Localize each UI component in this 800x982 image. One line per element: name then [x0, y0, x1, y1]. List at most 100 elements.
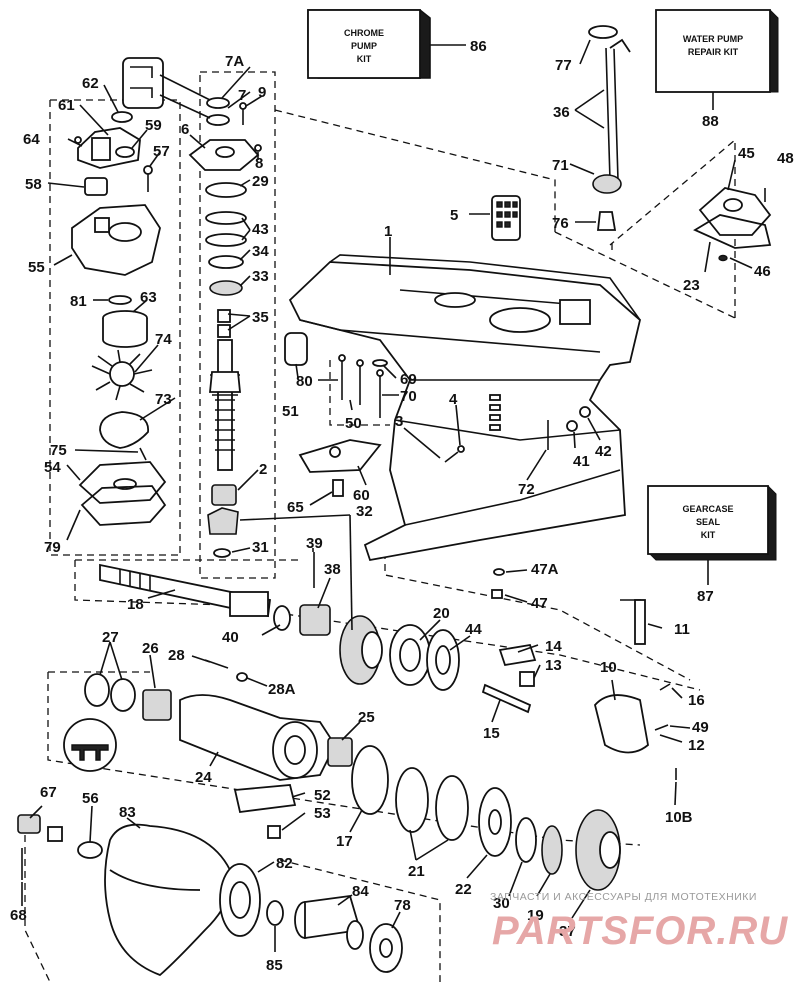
label-5: 5: [450, 207, 458, 224]
propshaft-components: [99, 552, 460, 691]
label-19: 19: [527, 907, 544, 924]
label-49: 49: [692, 719, 709, 736]
label-82: 82: [276, 855, 293, 872]
label-22: 22: [455, 881, 472, 898]
label-23: 23: [683, 277, 700, 294]
driveshaft-components: [122, 57, 262, 558]
label-27: 27: [102, 629, 119, 646]
label-12: 12: [688, 737, 705, 754]
label-64: 64: [23, 131, 40, 148]
label-33: 33: [252, 268, 269, 285]
label-52: 52: [314, 787, 331, 804]
label-43: 43: [252, 221, 269, 238]
label-88: 88: [702, 113, 719, 130]
label-61: 61: [58, 97, 75, 114]
label-54: 54: [44, 459, 61, 476]
label-8: 8: [255, 155, 263, 172]
label-30: 30: [493, 895, 510, 912]
gearcase-kit-line3: KIT: [701, 530, 716, 540]
part-5-grommet: [491, 195, 521, 241]
label-9: 9: [258, 84, 266, 101]
label-68: 68: [10, 907, 27, 924]
gearcase-kit-line1: GEARCASE: [682, 504, 733, 514]
watermark-logo: PARTSFOR.RU: [492, 909, 788, 953]
bearing-carrier-components: [63, 659, 621, 891]
label-7a: 7A: [225, 53, 244, 70]
chrome-kit-line2: PUMP: [351, 41, 377, 51]
label-72: 72: [518, 481, 535, 498]
label-13: 13: [545, 657, 562, 674]
label-17: 17: [336, 833, 353, 850]
label-50: 50: [345, 415, 362, 432]
label-42: 42: [595, 443, 612, 460]
label-60: 60: [353, 487, 370, 504]
label-29: 29: [252, 173, 269, 190]
chrome-kit-line1: CHROME: [344, 28, 384, 38]
water-kit-line1: WATER PUMP: [683, 34, 743, 44]
label-16: 16: [688, 692, 705, 709]
label-39: 39: [306, 535, 323, 552]
label-20: 20: [433, 605, 450, 622]
water-pump-repair-kit-box: WATER PUMP REPAIR KIT: [655, 9, 779, 93]
label-84: 84: [352, 883, 369, 900]
label-15: 15: [483, 725, 500, 742]
label-10: 10: [600, 659, 617, 676]
label-35: 35: [252, 309, 269, 326]
label-56: 56: [82, 790, 99, 807]
gearcase-seal-kit-box: GEARCASE SEAL KIT: [647, 485, 777, 561]
propeller-components: [17, 814, 403, 977]
label-4: 4: [449, 391, 458, 408]
label-70: 70: [400, 388, 417, 405]
label-41: 41: [573, 453, 590, 470]
label-55: 55: [28, 259, 45, 276]
label-76: 76: [552, 215, 569, 232]
label-11: 11: [674, 621, 690, 638]
chrome-kit-line3: KIT: [357, 54, 372, 64]
label-45: 45: [738, 145, 755, 162]
label-81: 81: [70, 293, 87, 310]
label-86: 86: [470, 38, 487, 55]
label-47: 47: [531, 595, 548, 612]
label-18: 18: [127, 596, 144, 613]
watermark-line1: ЗАПЧАСТИ И АКСЕССУАРЫ ДЛЯ МОТОТЕХНИКИ: [490, 891, 757, 903]
label-53: 53: [314, 805, 331, 822]
label-31: 31: [252, 539, 269, 556]
label-80: 80: [296, 373, 313, 390]
water-pump-components: [67, 111, 167, 526]
shift-components: [284, 332, 591, 599]
water-tube-components: [588, 25, 772, 262]
label-44: 44: [465, 621, 482, 638]
label-83: 83: [119, 804, 136, 821]
label-77: 77: [555, 57, 572, 74]
label-48: 48: [777, 150, 794, 167]
label-73: 73: [155, 391, 172, 408]
label-75: 75: [50, 442, 67, 459]
label-74: 74: [155, 331, 172, 348]
watermark: ЗАПЧАСТИ И АКСЕССУАРЫ ДЛЯ МОТОТЕХНИКИ PA…: [490, 891, 788, 953]
label-65: 65: [287, 499, 304, 516]
label-46: 46: [754, 263, 771, 280]
part-number-labels: 1 2 3 4 5 6 7 7A 8 9 10 10B 11 12 13 14 …: [10, 38, 794, 974]
label-51: 51: [282, 403, 299, 420]
label-25: 25: [358, 709, 375, 726]
label-63: 63: [140, 289, 157, 306]
label-79: 79: [44, 539, 61, 556]
label-38: 38: [324, 561, 341, 578]
label-1: 1: [384, 223, 392, 240]
label-62: 62: [82, 75, 99, 92]
chrome-pump-kit-box: CHROME PUMP KIT: [307, 9, 431, 79]
label-10b: 10B: [665, 809, 693, 826]
water-kit-line2: REPAIR KIT: [688, 47, 739, 57]
label-32: 32: [356, 503, 373, 520]
leader-lines: [21, 39, 753, 952]
label-69: 69: [400, 371, 417, 388]
label-78: 78: [394, 897, 411, 914]
label-71: 71: [552, 157, 569, 174]
label-14: 14: [545, 638, 562, 655]
label-47a: 47A: [531, 561, 559, 578]
label-87: 87: [697, 588, 714, 605]
label-36: 36: [553, 104, 570, 121]
gearcase-kit-line2: SEAL: [696, 517, 721, 527]
label-34: 34: [252, 243, 269, 260]
